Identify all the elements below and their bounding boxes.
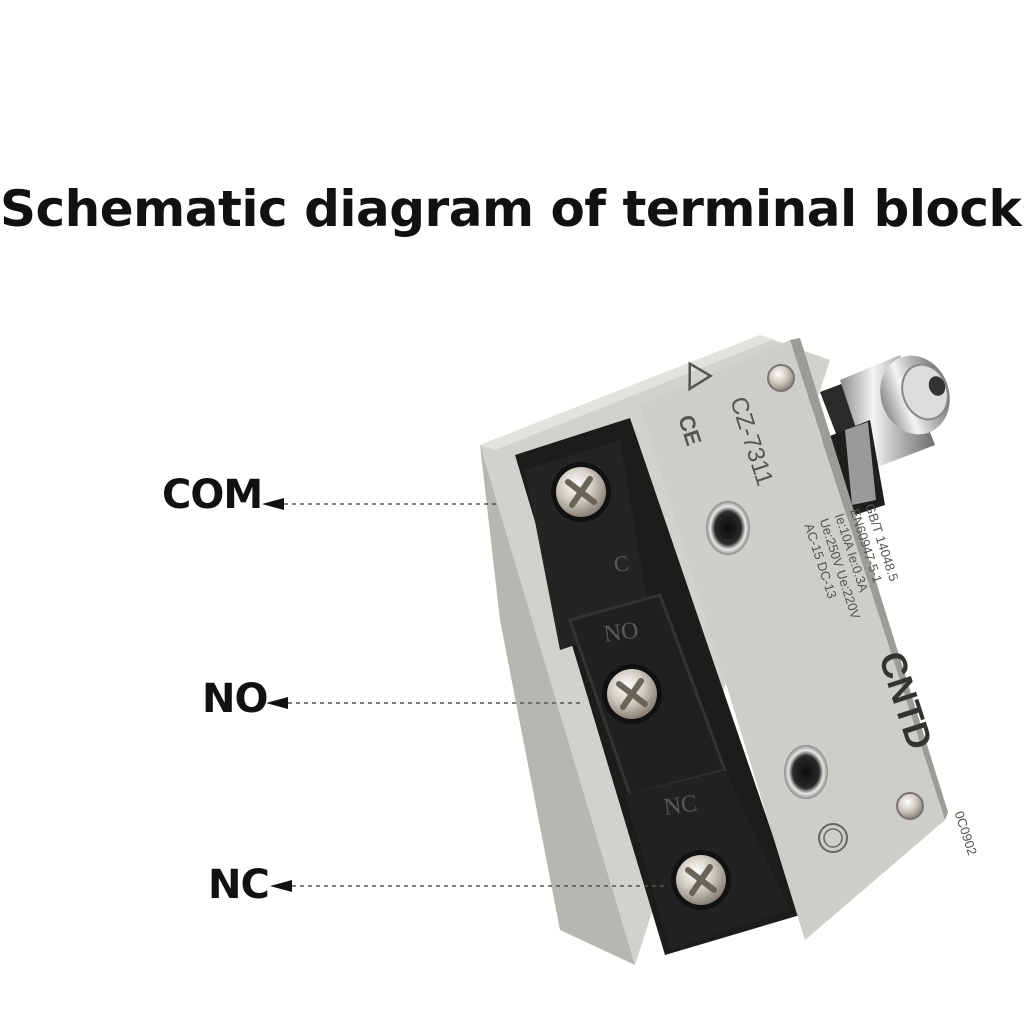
terminal-mark-nc: NC (662, 791, 699, 821)
callout-no (266, 697, 580, 709)
arrow-left-icon (262, 498, 284, 510)
callout-com (262, 498, 500, 510)
terminal-mark-com: C (612, 550, 630, 577)
plunger-actuator (820, 355, 950, 520)
ccc-mark-icon (818, 823, 848, 853)
rivet-bottom (896, 792, 924, 820)
no-label: NO (202, 676, 268, 722)
warning-triangle-icon (688, 361, 713, 392)
terminal-screw-no (602, 664, 662, 724)
mounting-hole-bottom (784, 745, 828, 799)
arrow-left-icon (266, 697, 288, 709)
arrow-left-icon (270, 880, 292, 892)
rivet-top (767, 364, 795, 392)
terminal-mark-no: NO (602, 617, 640, 648)
code-text: 0C0902 (952, 809, 980, 857)
front-plate: CZ-7311 AC-15 DC-13 Ue:250V Ue:220V Ie:1… (640, 338, 980, 940)
page-title: Schematic diagram of terminal blocks (0, 180, 1024, 238)
terminal-screw-com (551, 462, 611, 522)
terminal-screw-nc (671, 850, 731, 910)
mounting-hole-top (706, 501, 750, 555)
nc-label: NC (208, 862, 270, 908)
com-label: COM (162, 472, 263, 518)
callout-nc (270, 880, 668, 892)
